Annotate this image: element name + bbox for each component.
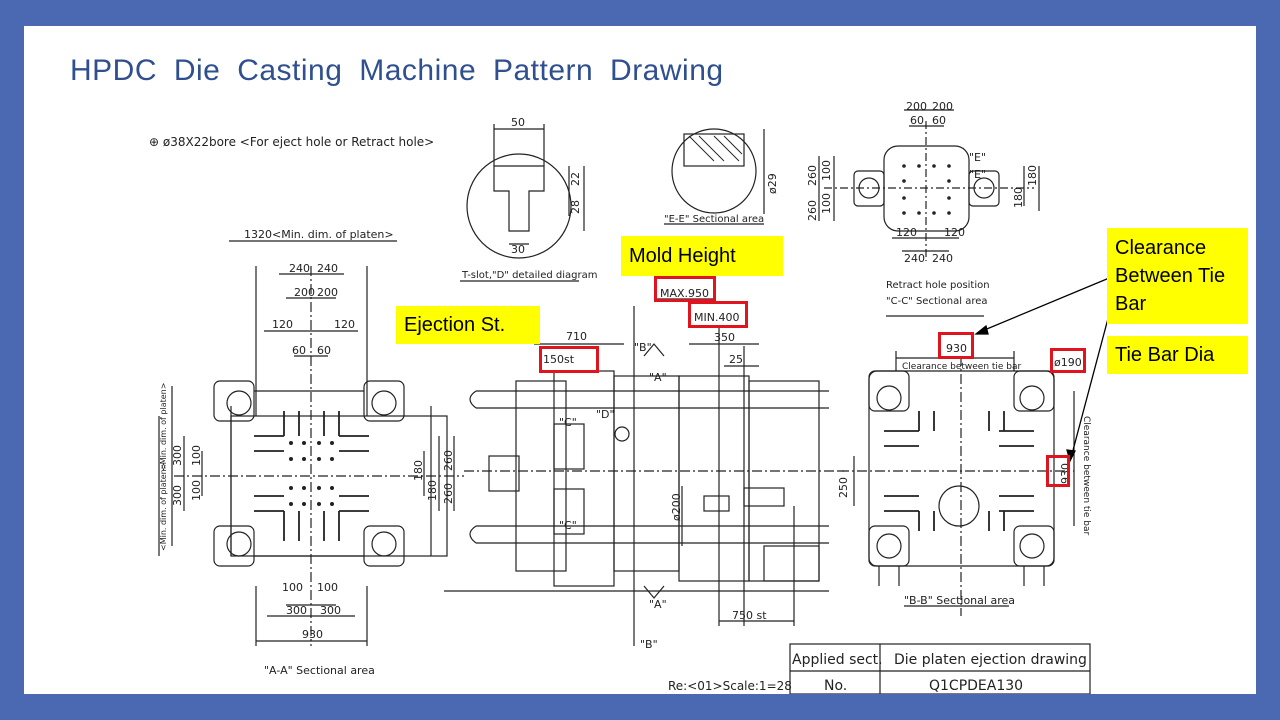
- dim-30: 30: [511, 243, 525, 256]
- aa-dim-b100a: 100: [282, 581, 303, 594]
- table-no: No.: [824, 678, 847, 694]
- clearance-label-h: Clearance between tie bar: [902, 362, 1022, 372]
- label-a-top: "A": [649, 371, 667, 384]
- bb-dim-190: ø190: [1054, 356, 1082, 369]
- cc-label-2: "C-C" Sectional area: [886, 296, 988, 307]
- highlight-930v: [1046, 455, 1070, 487]
- aa-dim-100b: 100: [190, 480, 203, 501]
- callout-clearance: Clearance Between Tie Bar: [1107, 228, 1248, 324]
- dim-max950: MAX.950: [660, 287, 709, 300]
- highlight-930: [938, 332, 974, 359]
- dim-150st: 150st: [543, 353, 575, 366]
- ee-section-view: [664, 128, 765, 225]
- aa-dim-b300b: 300: [320, 604, 341, 617]
- callout-ejection: Ejection St.: [396, 306, 540, 344]
- dim-25: 25: [729, 353, 743, 366]
- aa-dim-120a: 120: [272, 318, 293, 331]
- aa-dim-180a: 180: [412, 460, 425, 481]
- dim-200: ø200: [670, 493, 683, 521]
- label-d: "D": [596, 408, 615, 421]
- cc-dim-60a: 60: [910, 114, 924, 127]
- cc-dim-60b: 60: [932, 114, 946, 127]
- dim-350: 350: [714, 331, 735, 344]
- dim-22: 22: [569, 172, 582, 186]
- aa-dim-300a: 300: [171, 445, 184, 466]
- scale-note: Re:<01>Scale:1=28: [668, 679, 792, 693]
- tslot-label: T-slot,"D" detailed diagram: [461, 270, 597, 281]
- aa-dim-120b: 120: [334, 318, 355, 331]
- aa-dim-180b: 180: [426, 480, 439, 501]
- aa-dim-240a: 240: [289, 262, 310, 275]
- aa-dim-240b: 240: [317, 262, 338, 275]
- cc-dim-120a: 120: [896, 226, 917, 239]
- cc-dim-180b: 180: [1012, 187, 1025, 208]
- aa-label: "A-A" Sectional area: [264, 664, 375, 677]
- highlight-min400: [688, 301, 748, 328]
- cc-dim-260a: 260: [806, 165, 819, 186]
- min-platen-dim: 1320<Min. dim. of platen>: [244, 228, 394, 241]
- dim-min400: MIN.400: [694, 311, 739, 324]
- aa-dim-b100b: 100: [317, 581, 338, 594]
- cc-label-e2: "E": [969, 168, 986, 181]
- dim-50: 50: [511, 116, 525, 129]
- cc-dim-240a: 240: [904, 252, 925, 265]
- min-platen-v1: <Min. dim. of platen>: [159, 383, 168, 471]
- callout-mold-height: Mold Height: [621, 236, 783, 276]
- highlight-190: [1050, 348, 1086, 373]
- aa-dim-930: 930: [302, 628, 323, 641]
- label-b-bottom: "B": [640, 638, 658, 651]
- aa-dim-b300a: 300: [286, 604, 307, 617]
- aa-dim-100a: 100: [190, 445, 203, 466]
- slide: HPDC Die Casting Machine Pattern Drawing: [24, 26, 1256, 694]
- cc-dim-120b: 120: [944, 226, 965, 239]
- dim-29: ø29: [766, 173, 779, 194]
- highlight-150st: [539, 346, 599, 373]
- dim-28: 28: [569, 200, 582, 214]
- cc-dim-180a: 180: [1026, 165, 1039, 186]
- bb-section-view: [839, 351, 1075, 616]
- aa-dim-60a: 60: [292, 344, 306, 357]
- table-drawing-no: Q1CPDEA130: [929, 678, 1023, 694]
- cc-label-1: Retract hole position: [886, 280, 990, 291]
- aa-dim-260a: 260: [442, 450, 455, 471]
- aa-dim-60b: 60: [317, 344, 331, 357]
- table-drawing-name: Die platen ejection drawing: [894, 652, 1087, 668]
- cc-label-e1: "E": [969, 151, 986, 164]
- ee-label: "E-E" Sectional area: [664, 214, 764, 225]
- label-a-bottom: "A": [649, 598, 667, 611]
- clearance-label-v: Clearance between tie bar: [1081, 416, 1091, 536]
- tslot-detail-view: [460, 124, 585, 282]
- table-applied-sect: Applied sect.: [792, 652, 883, 668]
- cc-dim-100b: 100: [820, 193, 833, 214]
- aa-dim-200a: 200: [294, 286, 315, 299]
- aa-dim-200b: 200: [317, 286, 338, 299]
- cc-section-view: [818, 109, 1040, 317]
- aa-dim-260b: 260: [442, 483, 455, 504]
- bb-label: "B-B" Sectional area: [904, 594, 1015, 607]
- label-c-bottom: "C": [559, 519, 577, 532]
- title-block: [789, 643, 1091, 694]
- cc-dim-100a: 100: [820, 160, 833, 181]
- label-c-top: "C": [559, 416, 577, 429]
- bore-note: ⊕ ø38X22bore <For eject hole or Retract …: [149, 135, 434, 149]
- dim-750st: 750 st: [732, 609, 767, 622]
- aa-dim-300b: 300: [171, 485, 184, 506]
- cc-dim-260b: 260: [806, 200, 819, 221]
- cc-dim-200b: 200: [932, 100, 953, 113]
- cc-dim-240b: 240: [932, 252, 953, 265]
- cc-dim-200a: 200: [906, 100, 927, 113]
- highlight-max950: [654, 276, 716, 302]
- callout-tiebar-dia: Tie Bar Dia: [1107, 336, 1248, 374]
- dim-710: 710: [566, 330, 587, 343]
- bb-dim-930: 930: [946, 342, 967, 355]
- bb-dim-250: 250: [837, 477, 850, 498]
- aa-section-view: [158, 240, 464, 646]
- min-platen-v2: <Min. dim. of platen>: [159, 463, 168, 551]
- slide-title: HPDC Die Casting Machine Pattern Drawing: [70, 54, 724, 87]
- label-b-top: "B": [634, 341, 652, 354]
